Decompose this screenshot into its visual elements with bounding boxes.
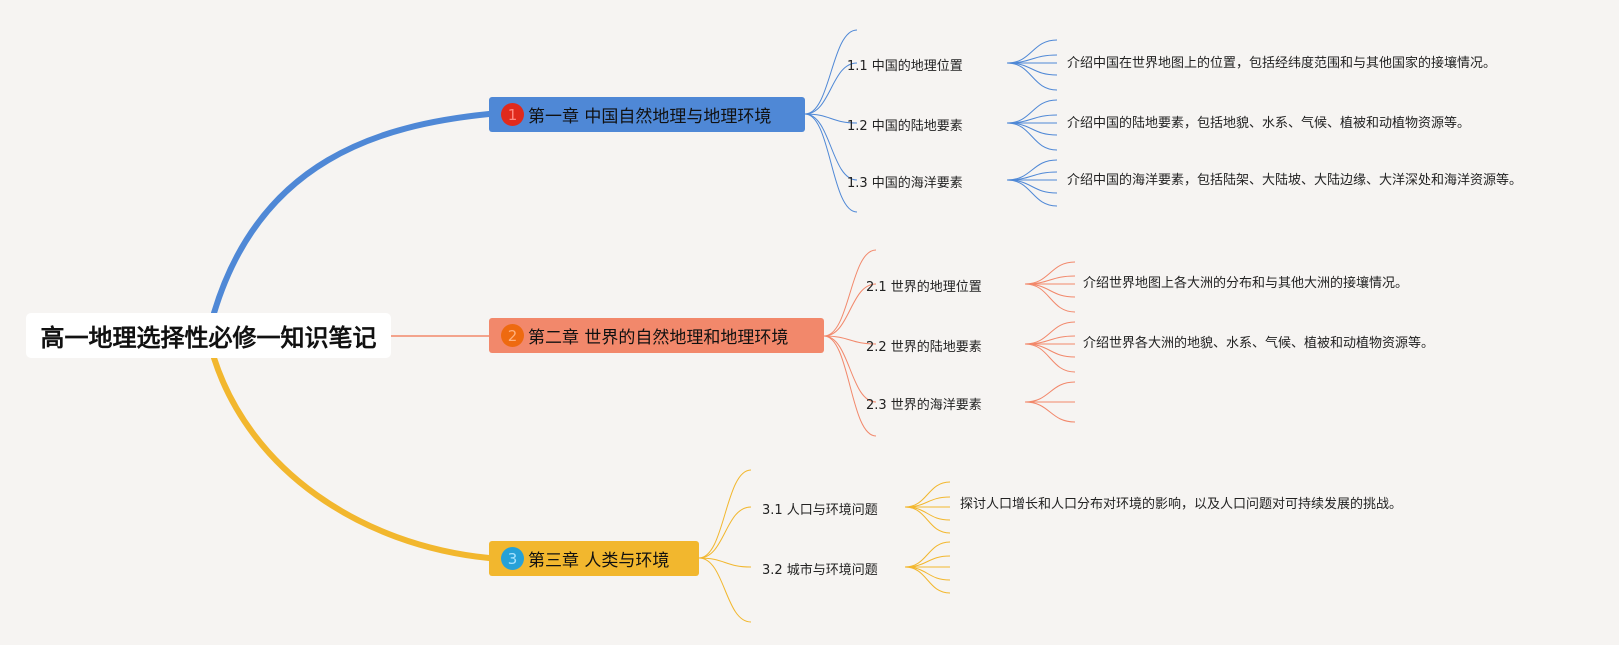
section-fan-line	[1006, 179, 1058, 194]
section-fan-line	[904, 566, 951, 581]
section-fan-line	[1024, 283, 1076, 313]
number-badge-icon: 1	[501, 103, 524, 126]
section-detail[interactable]: 介绍中国在世界地图上的位置，包括经纬度范围和与其他国家的接壤情况。	[1067, 56, 1497, 71]
section-detail[interactable]: 介绍中国的陆地要素，包括地貌、水系、气候、植被和动植物资源等。	[1067, 116, 1471, 131]
chapter-2-fan-line	[823, 335, 877, 345]
section-fan-line	[904, 566, 951, 594]
chapter-3-fan-line	[698, 506, 752, 559]
section-node[interactable]: 1.3 中国的海洋要素	[847, 176, 963, 191]
chapter-title: 第一章 中国自然地理与地理环境	[528, 107, 772, 127]
branch-chapter-3	[211, 355, 492, 561]
section-fan-line	[1006, 122, 1058, 136]
chapter-1-fan-line	[804, 113, 858, 213]
section-node[interactable]: 1.2 中国的陆地要素	[847, 119, 963, 134]
section-detail[interactable]: 探讨人口增长和人口分布对环境的影响，以及人口问题对可持续发展的挑战。	[960, 497, 1403, 512]
section-fan-line	[1006, 99, 1058, 124]
section-fan-line	[1006, 179, 1058, 207]
chapter-1-fan-line	[804, 113, 858, 124]
chapter-title: 第三章 人类与环境	[528, 551, 670, 571]
section-fan-line	[904, 506, 951, 534]
chapter-1-fan-line	[804, 62, 858, 115]
section-fan-line	[1006, 159, 1058, 181]
section-fan-line	[1024, 401, 1076, 423]
section-fan-line	[904, 541, 951, 568]
section-fan-line	[1006, 62, 1058, 91]
chapter-3-node[interactable]: 3 第三章 人类与环境	[489, 541, 699, 576]
section-fan-line	[1006, 62, 1058, 76]
branch-chapter-1	[211, 111, 492, 316]
section-detail[interactable]: 介绍世界各大洲的地貌、水系、气候、植被和动植物资源等。	[1083, 336, 1435, 351]
section-fan-line	[1006, 122, 1058, 151]
chapter-1-node[interactable]: 1 第一章 中国自然地理与地理环境	[489, 97, 805, 132]
section-fan-line	[1024, 381, 1076, 403]
chapter-1-fan-line	[804, 29, 858, 115]
chapter-1-fan-line	[804, 113, 858, 181]
chapter-3-fan-line	[698, 557, 752, 623]
root-title: 高一地理选择性必修一知识笔记	[40, 324, 377, 352]
section-fan-line	[1006, 39, 1058, 64]
chapter-title: 第二章 世界的自然地理和地理环境	[528, 328, 789, 348]
section-fan-line	[1024, 321, 1076, 345]
chapter-2-fan-line	[823, 335, 877, 437]
section-fan-line	[1024, 261, 1076, 285]
section-node[interactable]: 3.1 人口与环境问题	[762, 503, 878, 518]
chapter-3-fan-line	[698, 557, 752, 568]
section-fan-line	[1024, 283, 1076, 298]
chapter-2-fan-line	[823, 335, 877, 403]
chapter-3-fan-line	[698, 469, 752, 559]
section-node[interactable]: 2.3 世界的海洋要素	[866, 398, 982, 413]
section-node[interactable]: 3.2 城市与环境问题	[762, 563, 878, 578]
section-fan-line	[904, 496, 951, 508]
section-fan-line	[904, 555, 951, 568]
section-detail[interactable]: 介绍中国的海洋要素，包括陆架、大陆坡、大陆边缘、大洋深处和海洋资源等。	[1067, 173, 1523, 188]
section-node[interactable]: 2.2 世界的陆地要素	[866, 340, 982, 355]
root-topic[interactable]: 高一地理选择性必修一知识笔记	[26, 313, 391, 358]
number-badge-icon: 3	[501, 547, 524, 570]
chapter-2-fan-line	[823, 283, 877, 337]
section-fan-line	[1024, 343, 1076, 358]
chapter-2-fan-line	[823, 249, 877, 337]
section-detail[interactable]: 介绍世界地图上各大洲的分布和与其他大洲的接壤情况。	[1083, 276, 1409, 291]
section-fan-line	[1024, 343, 1076, 373]
section-node[interactable]: 2.1 世界的地理位置	[866, 280, 982, 295]
section-fan-line	[904, 506, 951, 521]
number-badge-icon: 2	[501, 324, 524, 347]
chapter-2-node[interactable]: 2 第二章 世界的自然地理和地理环境	[489, 318, 824, 353]
section-fan-line	[904, 481, 951, 508]
section-node[interactable]: 1.1 中国的地理位置	[847, 59, 963, 74]
